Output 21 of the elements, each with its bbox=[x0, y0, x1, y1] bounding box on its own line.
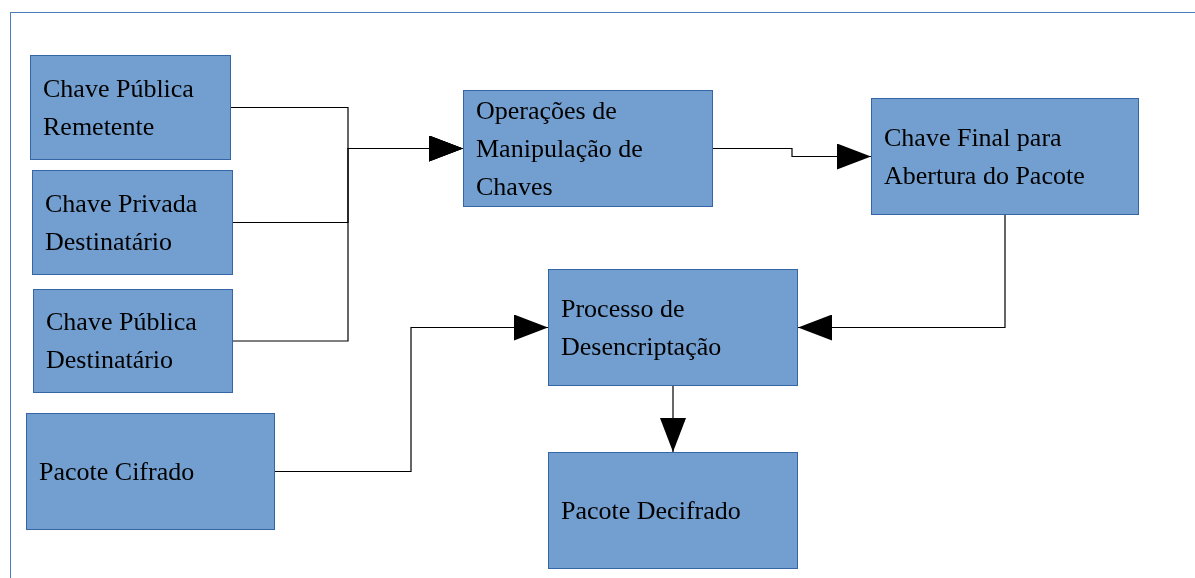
arrow bbox=[712, 143, 872, 170]
process-box bbox=[33, 289, 233, 393]
process-box bbox=[30, 55, 231, 160]
process-box bbox=[548, 269, 798, 386]
box-label: Chave Pública Remetente bbox=[43, 72, 195, 143]
box-label: Processo de Desencriptação bbox=[561, 292, 723, 363]
process-box bbox=[463, 90, 713, 207]
arrow bbox=[660, 385, 686, 453]
process-box bbox=[26, 413, 275, 530]
process-box bbox=[871, 98, 1139, 215]
arrow bbox=[232, 135, 464, 342]
box-label: Chave Privada Destinatário bbox=[45, 187, 199, 258]
box-label: Chave Pública Destinatário bbox=[46, 306, 198, 376]
box-label: Pacote Cifrado bbox=[39, 455, 195, 488]
process-box bbox=[548, 452, 798, 569]
process-box bbox=[32, 170, 233, 275]
box-label: Pacote Decifrado bbox=[561, 494, 741, 527]
arrow bbox=[797, 214, 1006, 341]
arrow bbox=[274, 314, 549, 473]
box-label: Chave Final para Abertura do Pacote bbox=[884, 121, 1086, 192]
box-label: Operações de Manipulação de Chaves bbox=[476, 94, 644, 203]
